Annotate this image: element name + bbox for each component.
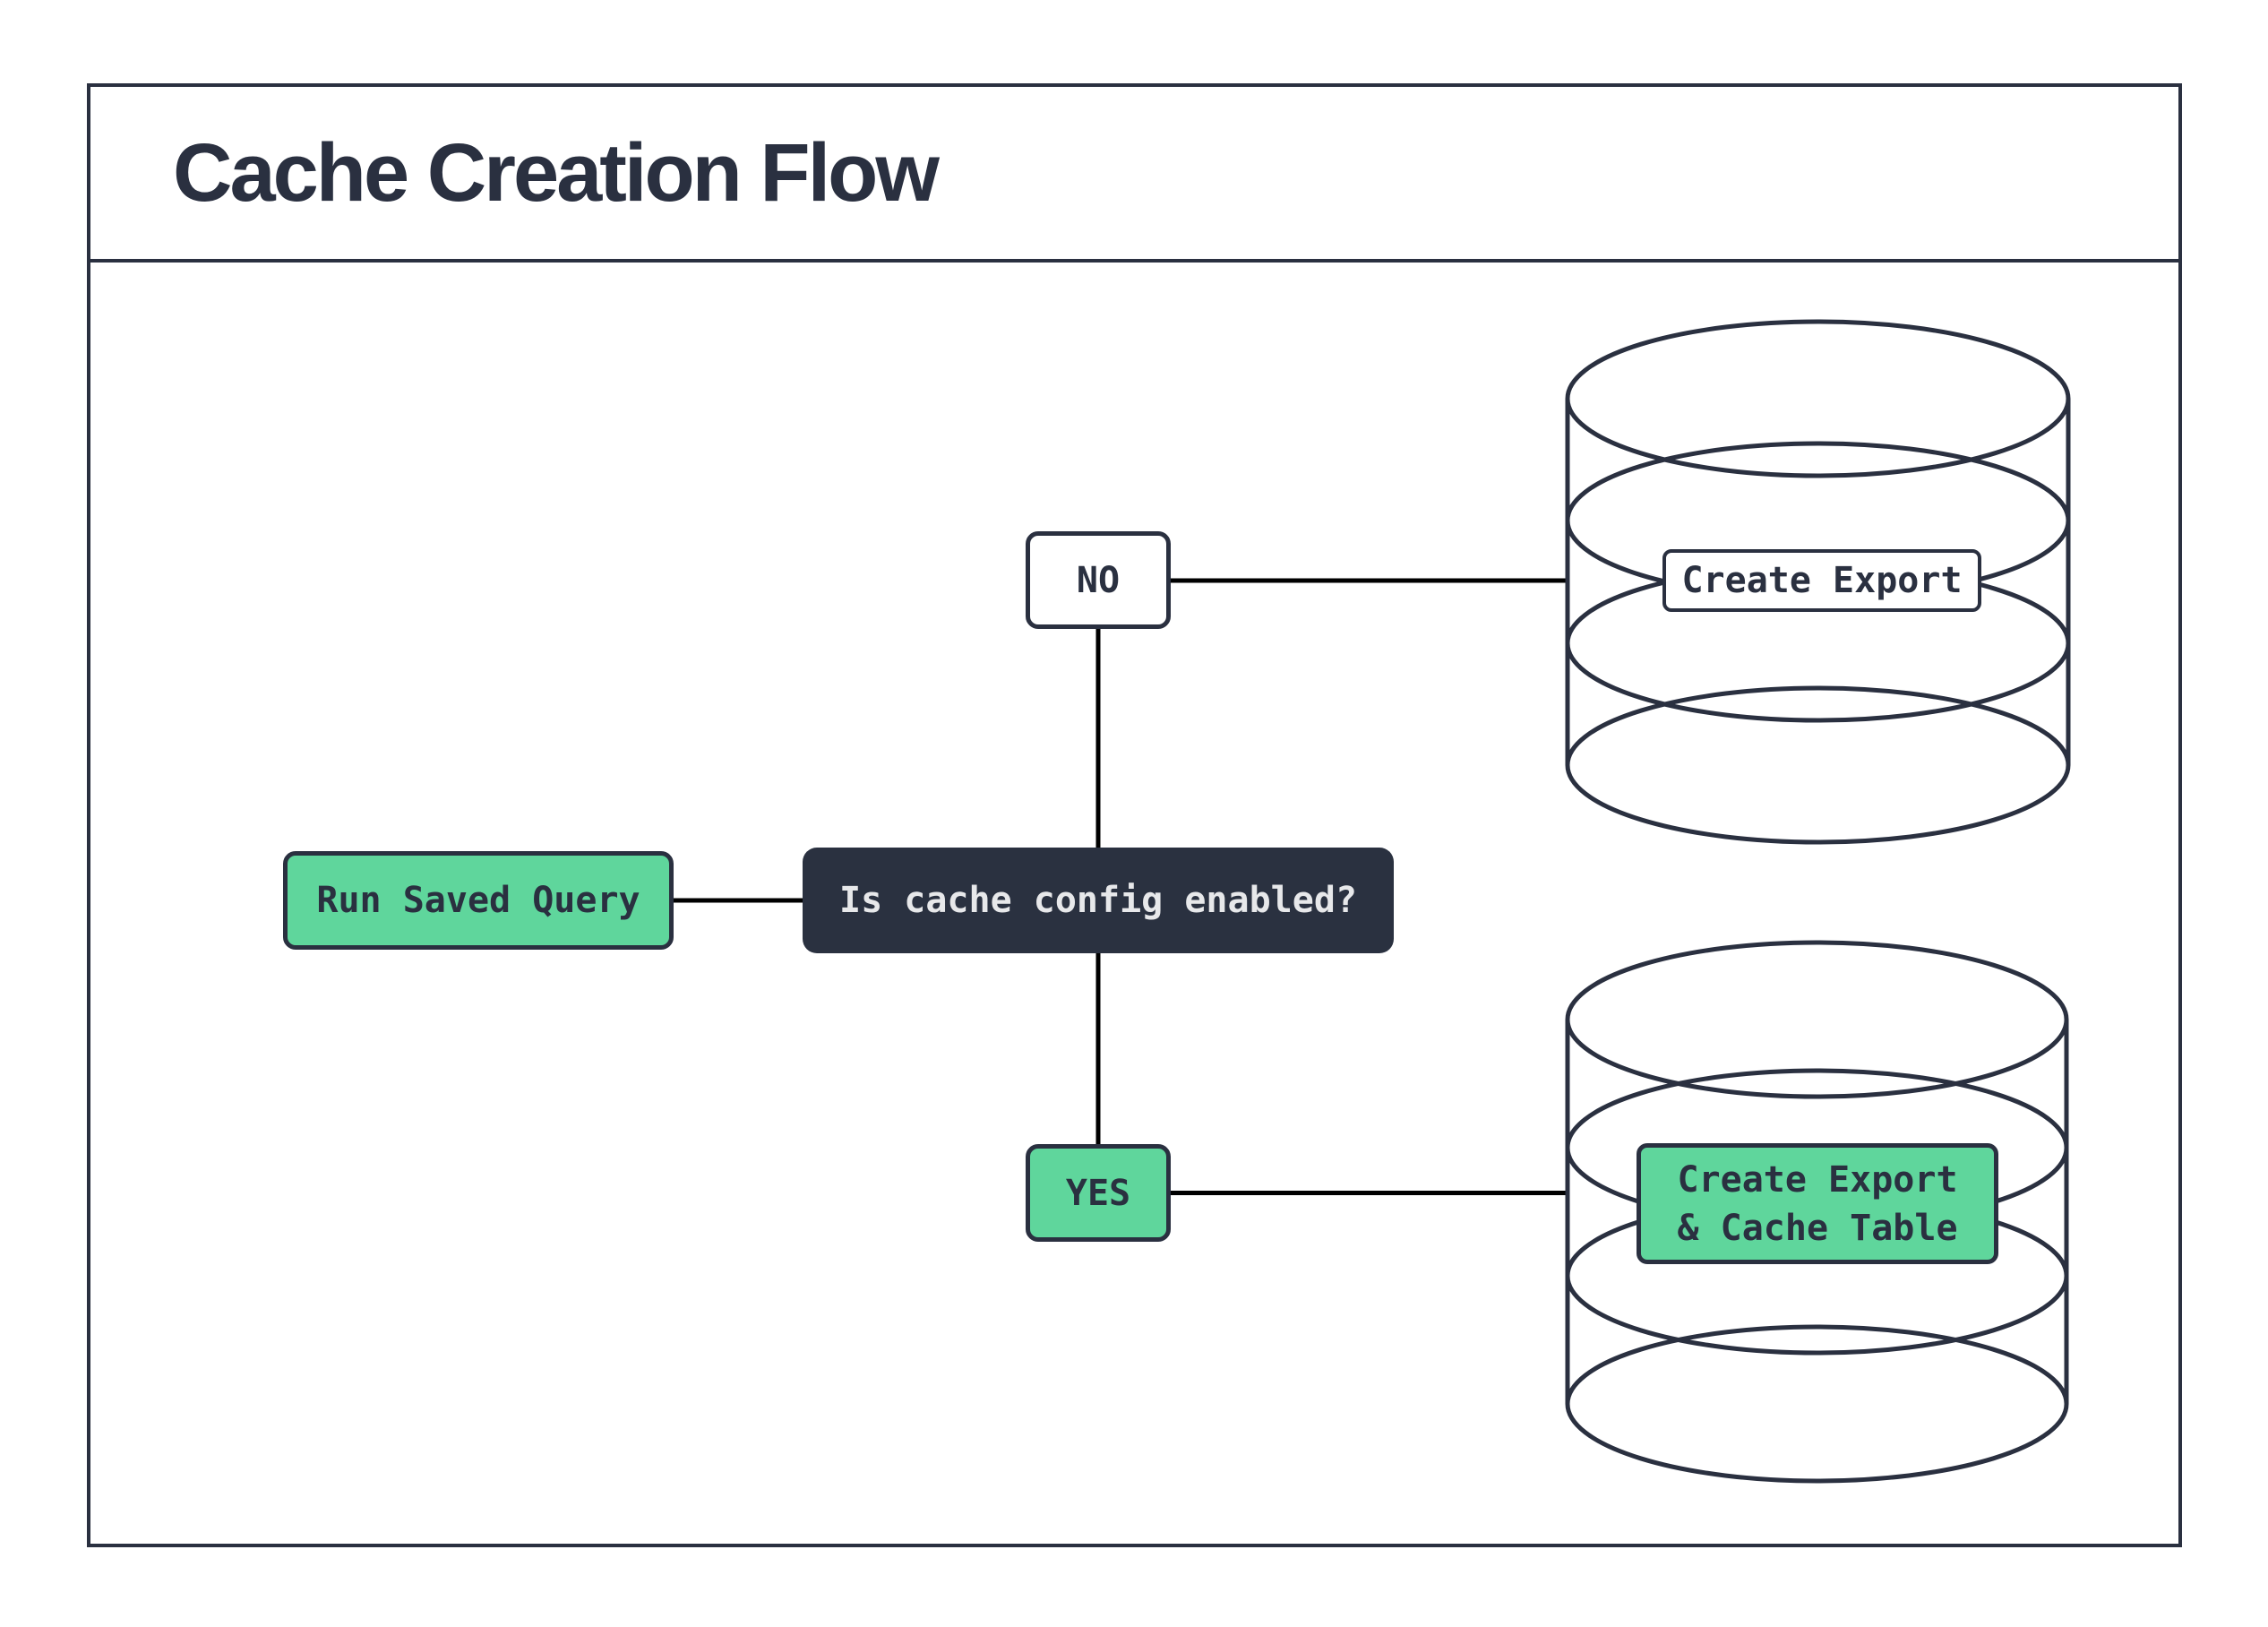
node-branch-yes: YES bbox=[1026, 1144, 1171, 1242]
label-create-export-cache-table: Create Export & Cache Table bbox=[1637, 1143, 1998, 1264]
node-decision-label: Is cache config enabled? bbox=[839, 880, 1357, 921]
label-create-export-text: Create Export bbox=[1681, 560, 1963, 601]
node-decision-cache-config: Is cache config enabled? bbox=[803, 848, 1394, 953]
diagram-frame: Cache Creation Flow bbox=[87, 83, 2182, 1547]
page-title: Cache Creation Flow bbox=[173, 126, 940, 219]
label-create-export-cache-line2: & Cache Table bbox=[1677, 1207, 1958, 1249]
diagram-header: Cache Creation Flow bbox=[90, 87, 2178, 263]
node-branch-no: NO bbox=[1026, 531, 1171, 629]
node-branch-no-label: NO bbox=[1076, 559, 1121, 601]
node-branch-yes-label: YES bbox=[1065, 1172, 1131, 1214]
label-create-export: Create Export bbox=[1662, 549, 1981, 612]
node-run-saved-query-label: Run Saved Query bbox=[316, 880, 640, 921]
connectors bbox=[674, 578, 1568, 1195]
label-create-export-cache-line1: Create Export bbox=[1677, 1158, 1958, 1201]
node-run-saved-query: Run Saved Query bbox=[283, 851, 674, 950]
